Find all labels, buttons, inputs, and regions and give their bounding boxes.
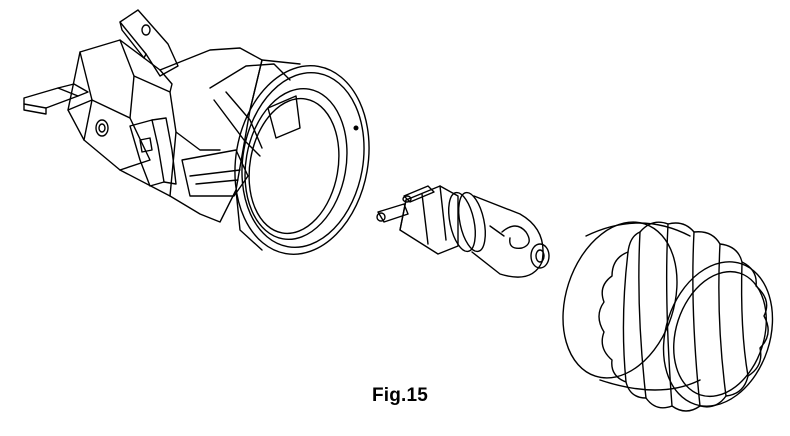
cap-glass-lens-inner bbox=[658, 260, 781, 409]
cap-glass-lens-outer bbox=[646, 248, 790, 421]
terminal-hole-top bbox=[142, 25, 150, 35]
figure-caption: Fig.15 bbox=[371, 385, 429, 406]
bulb-glass bbox=[472, 196, 543, 277]
housing-ring-inner bbox=[234, 80, 359, 247]
glass-cover-cap bbox=[544, 207, 790, 420]
housing-ring-outer bbox=[221, 55, 384, 265]
terminal-tab-left bbox=[24, 88, 78, 108]
bulb-pin-top bbox=[404, 186, 434, 202]
cap-rear-rim bbox=[544, 207, 696, 393]
lamp-holder-housing bbox=[24, 10, 383, 265]
housing-screw-hole bbox=[96, 120, 108, 136]
bulb-pin-bottom bbox=[378, 204, 408, 222]
bulb-filament bbox=[502, 226, 529, 248]
lamp-bulb bbox=[377, 186, 549, 277]
